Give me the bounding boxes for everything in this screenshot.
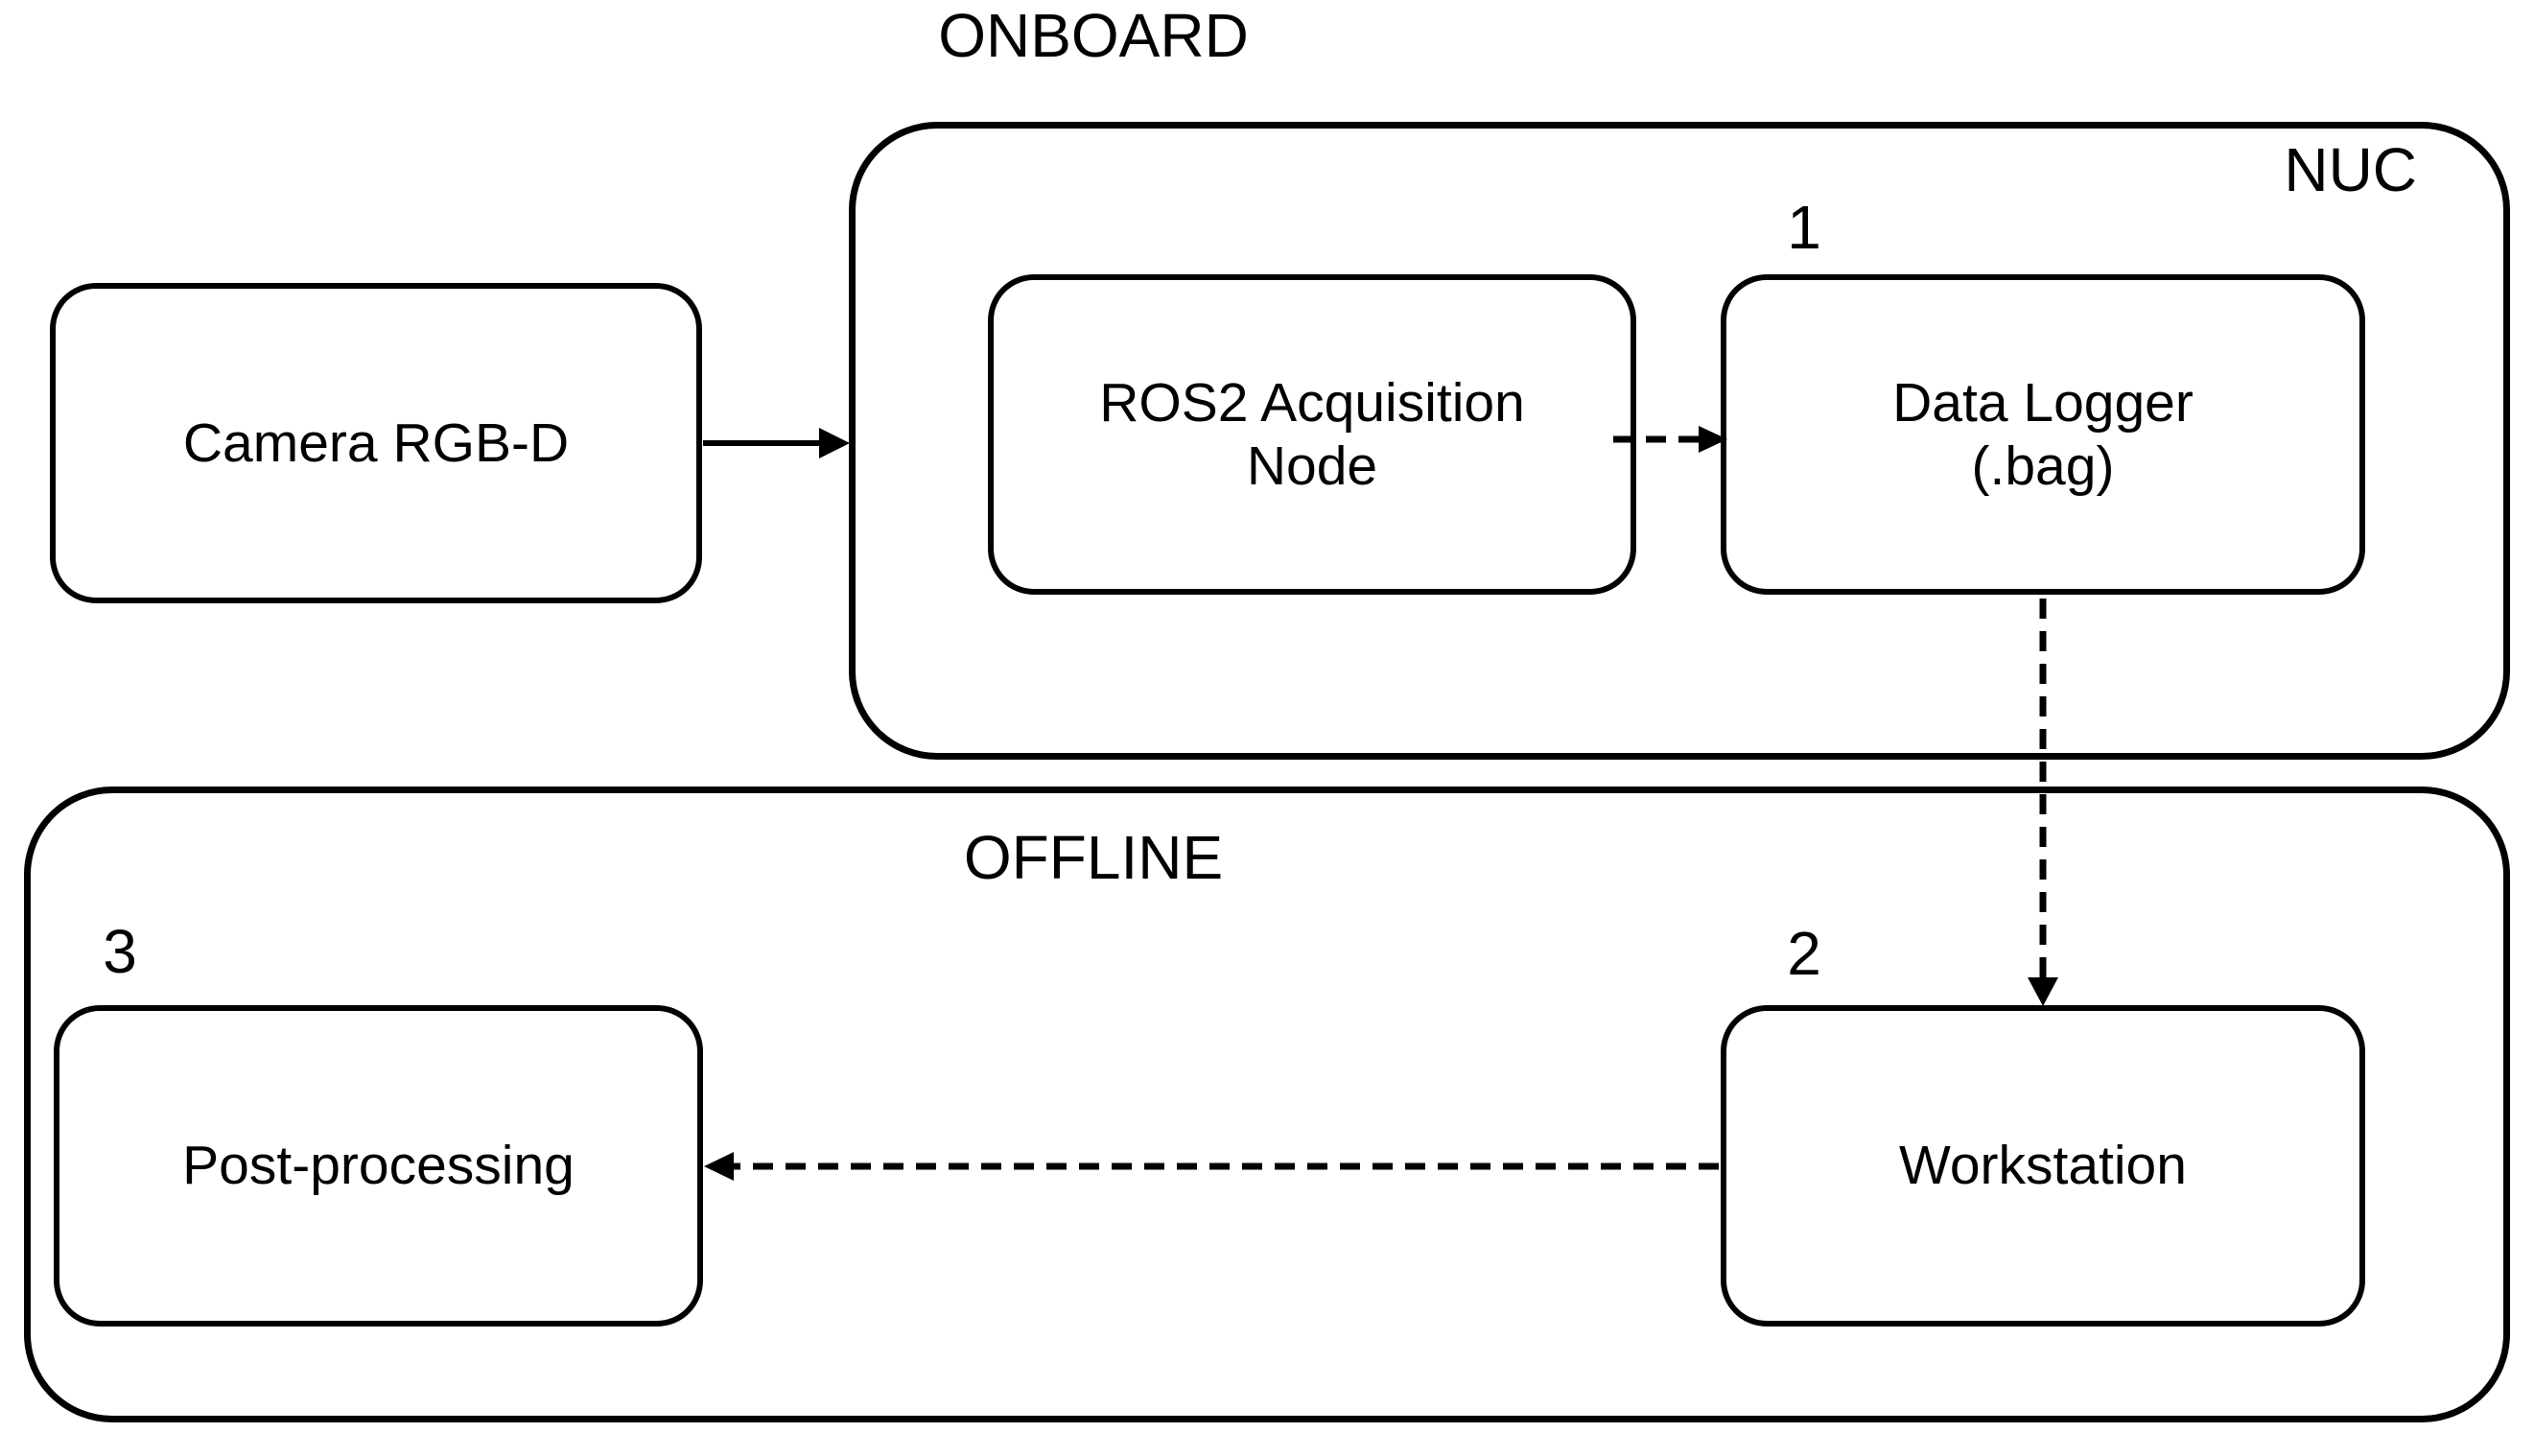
nuc-container: NUC <box>849 122 2510 760</box>
onboard-section-label: ONBOARD <box>938 1 1249 70</box>
offline-section-label: OFFLINE <box>963 823 1224 892</box>
camera-rgbd-node: Camera RGB-D <box>50 283 702 603</box>
step-number-3: 3 <box>103 917 137 986</box>
edge-camera-to-ros2-arrow <box>703 428 850 458</box>
offline-container: OFFLINE <box>24 787 2510 1422</box>
nuc-container-label: NUC <box>2284 135 2417 204</box>
workstation-node: Workstation <box>1721 1005 2365 1327</box>
data-logger-node: Data Logger (.bag) <box>1721 274 2365 595</box>
post-processing-node: Post-processing <box>54 1005 703 1327</box>
ros2-acquisition-node: ROS2 Acquisition Node <box>988 274 1636 595</box>
step-number-2: 2 <box>1787 919 1821 988</box>
step-number-1: 1 <box>1787 193 1821 262</box>
